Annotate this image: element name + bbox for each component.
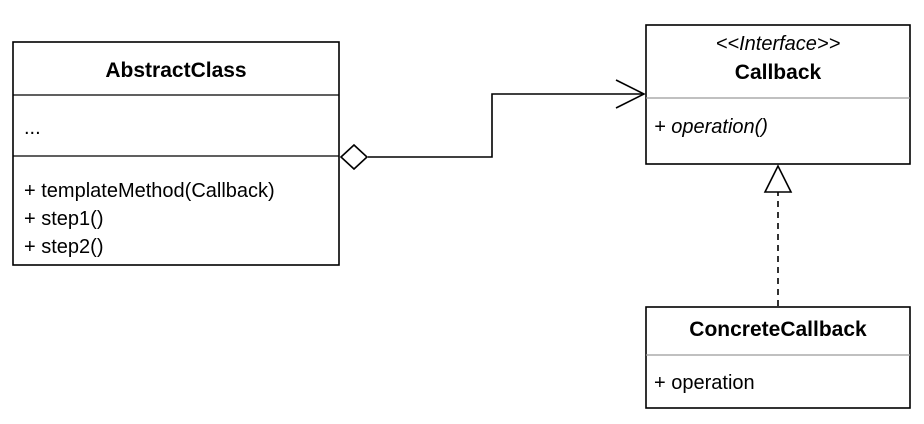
concrete-callback-name: ConcreteCallback xyxy=(689,318,867,341)
abstract-class-name: AbstractClass xyxy=(105,59,246,82)
aggregation-edge-line xyxy=(368,93,644,158)
abstract-class-method-step2: + step2() xyxy=(24,236,103,258)
callback-interface-stereotype: <<Interface>> xyxy=(716,33,841,55)
concrete-callback-method: + operation xyxy=(654,372,755,394)
aggregation-diamond-icon xyxy=(339,143,369,171)
abstract-class-method-step1: + step1() xyxy=(24,208,103,230)
abstract-class-border xyxy=(12,41,340,266)
aggregation-edge[interactable] xyxy=(339,79,646,171)
abstract-class-method-template: + templateMethod(Callback) xyxy=(24,180,275,202)
concrete-callback-border xyxy=(645,306,911,409)
abstract-class-attribute: ... xyxy=(24,117,41,139)
callback-interface-name: Callback xyxy=(735,61,822,84)
callback-interface-border xyxy=(645,24,911,165)
concrete-callback-box[interactable]: ConcreteCallback + operation xyxy=(645,306,911,409)
callback-interface-box[interactable]: <<Interface>> Callback + operation() xyxy=(645,24,911,165)
abstract-class-box[interactable]: AbstractClass ... + templateMethod(Callb… xyxy=(12,41,340,266)
aggregation-arrowhead-icon xyxy=(615,79,646,109)
realization-edge[interactable] xyxy=(763,164,793,306)
realization-triangle-icon xyxy=(763,164,793,193)
callback-interface-method: + operation() xyxy=(654,116,768,138)
